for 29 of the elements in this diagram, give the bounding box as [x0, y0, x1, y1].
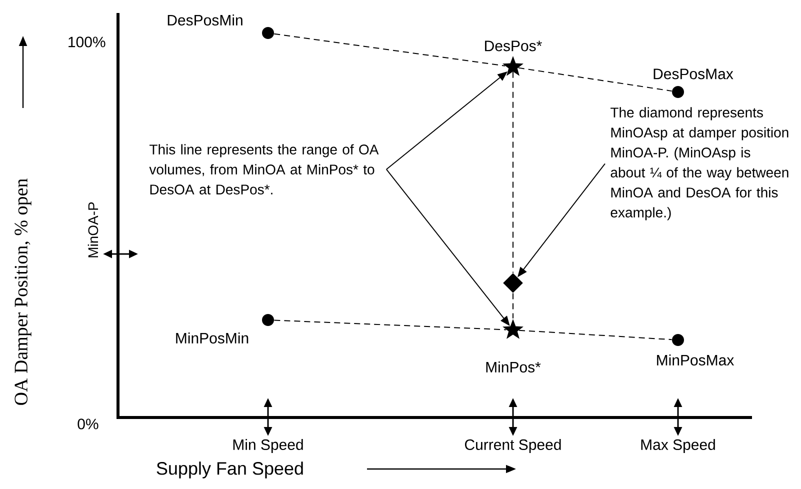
annotation-text: The diamond represents MinOAsp at damper position MinOA-P. (MinOAsp is about ¼ of the way between MinOA and DesOA for this example.) [610, 107, 788, 220]
connector-line [274, 33, 506, 66]
tick-label: Max Speed [641, 439, 715, 453]
annotation-text: This line represents the range of OA volumes, from MinOA at MinPos* to DesOA at DesPos*. [149, 144, 379, 194]
axis-value: MinOA-P [88, 202, 98, 258]
diamond-marker [503, 273, 523, 293]
axis-title: OA Damper Position, % open [14, 178, 32, 405]
point-label: MinPosMax [657, 354, 734, 366]
point-label: MinPosMin [176, 332, 248, 344]
axis-value: 0% [78, 418, 98, 430]
connector-line [512, 292, 514, 319]
connector-line [518, 330, 672, 340]
connector-line [274, 320, 507, 330]
data-point [672, 86, 684, 98]
tick-label: Min Speed [233, 439, 303, 453]
data-point [262, 27, 274, 39]
data-point [262, 314, 274, 326]
star-marker [502, 56, 524, 76]
connector-line [518, 67, 672, 92]
data-point [672, 334, 684, 346]
point-label: MinPos* [486, 361, 541, 372]
star-marker [502, 319, 524, 339]
point-label: DesPos* [485, 40, 542, 52]
axis-title: Supply Fan Speed [156, 462, 303, 478]
connector-line [512, 71, 514, 274]
axis-value: 100% [68, 36, 106, 48]
point-label: DesPosMax [654, 68, 734, 80]
tick-label: Current Speed [465, 439, 561, 453]
point-label: DesPosMin [168, 14, 242, 26]
